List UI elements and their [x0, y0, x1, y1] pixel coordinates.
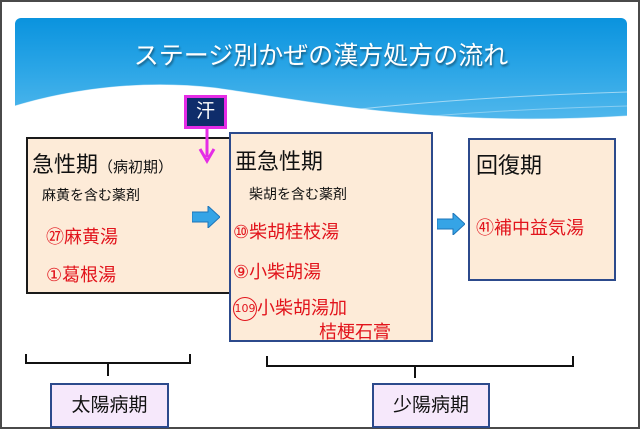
arrow-right-icon — [437, 213, 465, 235]
prescription-item: ⑩柴胡桂枝湯 — [233, 222, 340, 243]
prescription-item: ⑨小柴胡湯 — [233, 262, 322, 283]
stage-box-acute: 急性期（病初期） 麻黄を含む薬剤 ㉗麻黄湯 ①葛根湯 — [26, 137, 236, 294]
prescription-item: ㉗麻黄湯 — [46, 227, 118, 248]
bracket-taiyo — [25, 354, 191, 376]
arrow-down-icon — [198, 129, 216, 164]
prescription-item: 109小柴胡湯加 — [233, 297, 347, 321]
prescription-item: ㊶補中益気湯 — [476, 218, 584, 239]
stage-note: （病初期） — [98, 158, 174, 176]
prescription-item: ①葛根湯 — [46, 265, 117, 286]
slide-title: ステージ別かぜの漢方処方の流れ — [133, 41, 509, 70]
stage-box-subacute: 亜急性期 柴胡を含む薬剤 ⑩柴胡桂枝湯 ⑨小柴胡湯 109小柴胡湯加 桔梗石膏 — [229, 132, 433, 343]
prescription-number-badge: 109 — [233, 297, 257, 321]
stage-subtitle-subacute: 柴胡を含む薬剤 — [249, 187, 347, 203]
phase-label-shoyo: 少陽病期 — [372, 383, 490, 428]
bracket-shoyo — [266, 356, 574, 378]
stage-title-acute: 急性期（病初期） — [32, 153, 174, 178]
header-background — [15, 18, 627, 143]
stage-title-subacute: 亜急性期 — [235, 150, 324, 175]
phase-label-taiyo: 太陽病期 — [50, 383, 169, 428]
wave-decoration — [15, 84, 627, 143]
arrow-right-icon — [192, 206, 220, 228]
stage-title-recovery: 回復期 — [476, 154, 543, 179]
sweat-label: 汗 — [184, 95, 227, 129]
prescription-item-continued: 桔梗石膏 — [319, 322, 391, 343]
stage-subtitle-acute: 麻黄を含む薬剤 — [42, 188, 140, 204]
stage-box-recovery: 回復期 ㊶補中益気湯 — [468, 138, 616, 281]
